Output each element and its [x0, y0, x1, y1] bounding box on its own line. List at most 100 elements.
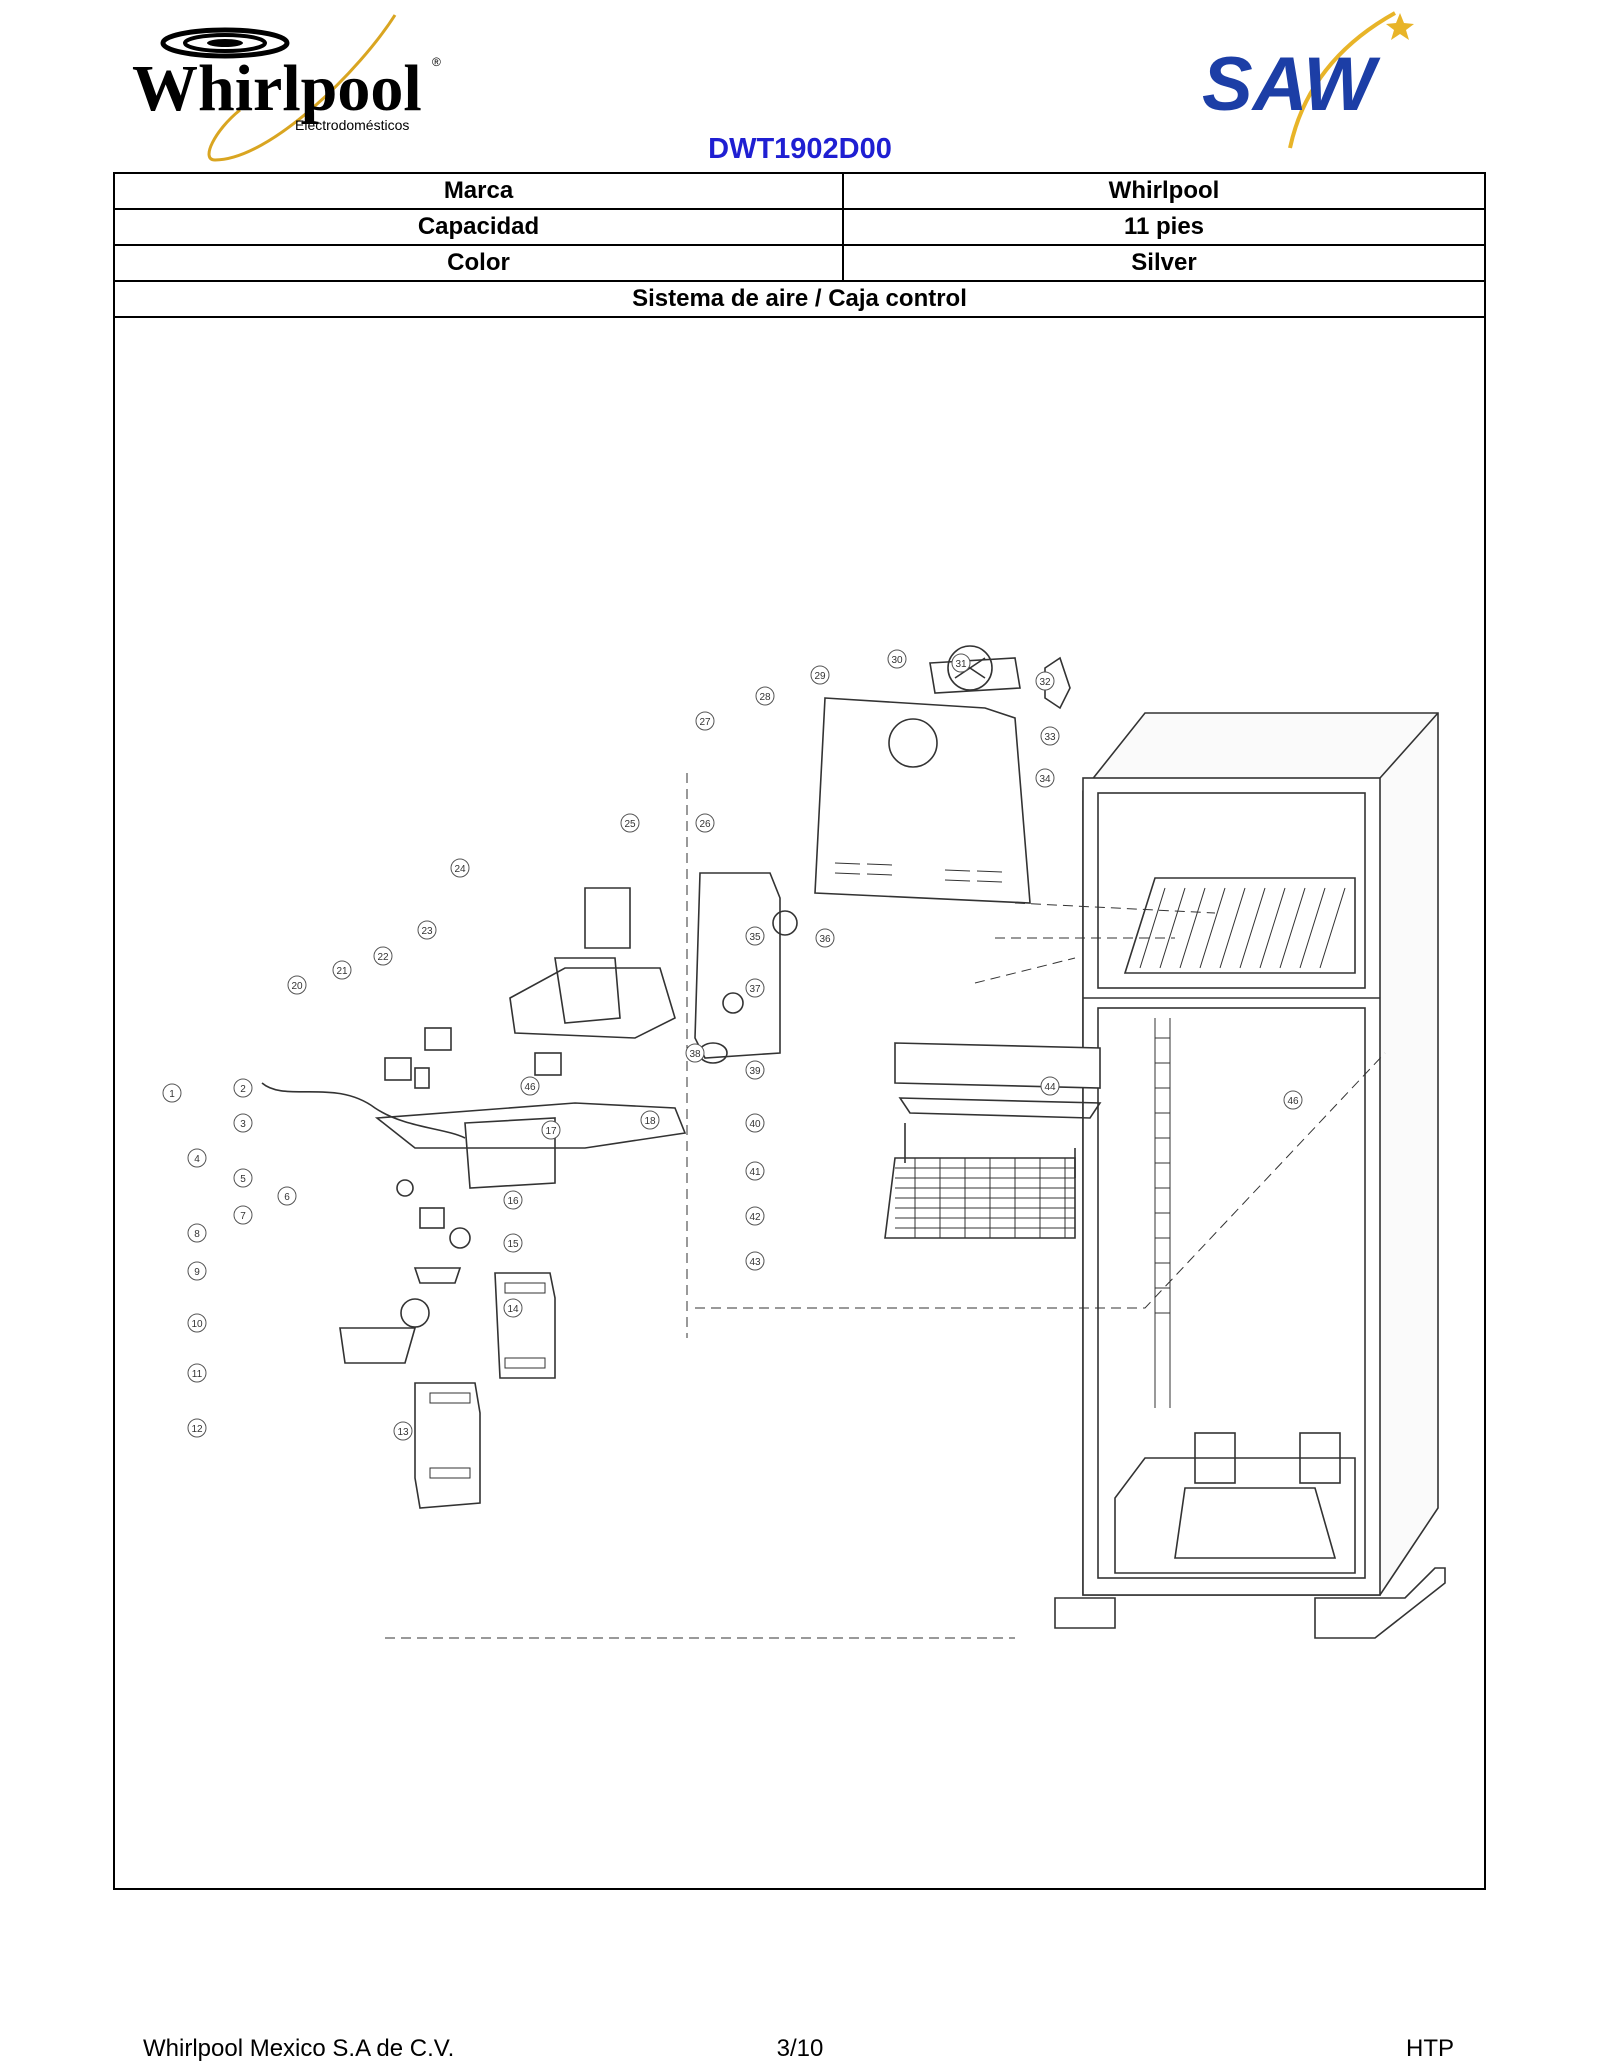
callout-29: 29: [810, 665, 830, 685]
svg-text:31: 31: [955, 659, 967, 670]
spec-label: Marca: [115, 174, 844, 208]
exploded-parts-diagram: 1 2 3 4 5 6 7 8 9 10 11 12 13 14 15 16 1…: [162, 645, 1446, 1639]
svg-text:®: ®: [432, 55, 441, 69]
svg-text:4: 4: [194, 1154, 200, 1165]
callout-14: 14: [503, 1298, 523, 1318]
callout-1: 1: [162, 1083, 182, 1103]
callout-12: 12: [187, 1418, 207, 1438]
svg-text:43: 43: [749, 1257, 761, 1268]
callout-33: 33: [1040, 726, 1060, 746]
svg-text:20: 20: [291, 981, 303, 992]
svg-text:2: 2: [240, 1084, 246, 1095]
callout-2: 2: [233, 1078, 253, 1098]
svg-text:42: 42: [749, 1212, 761, 1223]
svg-text:11: 11: [192, 1369, 203, 1380]
svg-text:30: 30: [891, 655, 903, 666]
partner-logo-text: SAW: [1202, 42, 1381, 127]
callout-32: 32: [1035, 671, 1055, 691]
callout-6: 6: [277, 1186, 297, 1206]
callout-38: 38: [685, 1043, 705, 1063]
spec-row-color: Color Silver: [115, 246, 1484, 282]
callout-4: 4: [187, 1148, 207, 1168]
callout-31: 31: [951, 653, 971, 673]
callout-36: 36: [815, 928, 835, 948]
callout-23: 23: [417, 920, 437, 940]
callout-5: 5: [233, 1168, 253, 1188]
svg-text:16: 16: [507, 1196, 519, 1207]
footer-page-number: 3/10: [776, 2035, 824, 2062]
svg-text:9: 9: [194, 1267, 200, 1278]
callout-30: 30: [887, 649, 907, 669]
svg-text:25: 25: [624, 819, 636, 830]
spec-row-capacity: Capacidad 11 pies: [115, 210, 1484, 246]
svg-text:32: 32: [1039, 677, 1051, 688]
svg-text:28: 28: [759, 692, 771, 703]
callout-46b: 46: [1283, 1090, 1303, 1110]
footer-company: Whirlpool Mexico S.A de C.V.: [143, 2035, 455, 2062]
callout-8: 8: [187, 1223, 207, 1243]
svg-text:15: 15: [507, 1239, 519, 1250]
svg-text:10: 10: [191, 1319, 203, 1330]
section-title: Sistema de aire / Caja control: [632, 285, 967, 312]
model-number: DWT1902D00: [708, 133, 892, 165]
svg-text:22: 22: [377, 952, 389, 963]
svg-text:1: 1: [169, 1089, 175, 1100]
callout-15: 15: [503, 1233, 523, 1253]
callout-28: 28: [755, 686, 775, 706]
svg-text:41: 41: [749, 1167, 761, 1178]
callout-13: 13: [393, 1421, 413, 1441]
svg-text:12: 12: [191, 1424, 203, 1435]
callout-35: 35: [745, 926, 765, 946]
svg-text:3: 3: [240, 1119, 246, 1130]
svg-text:14: 14: [507, 1304, 519, 1315]
callout-22: 22: [373, 946, 393, 966]
callout-18: 18: [640, 1110, 660, 1130]
callout-43: 43: [745, 1251, 765, 1271]
svg-text:40: 40: [749, 1119, 761, 1130]
callout-3: 3: [233, 1113, 253, 1133]
svg-text:34: 34: [1039, 774, 1051, 785]
brand-logo-subtext: Electrodomésticos: [295, 117, 409, 133]
svg-text:7: 7: [240, 1211, 246, 1222]
svg-text:35: 35: [749, 932, 761, 943]
callout-24: 24: [450, 858, 470, 878]
spec-row-brand: Marca Whirlpool: [115, 174, 1484, 210]
spec-label: Color: [115, 246, 844, 280]
svg-text:24: 24: [454, 864, 466, 875]
spec-value: Whirlpool: [1108, 177, 1220, 204]
svg-text:5: 5: [240, 1174, 246, 1185]
svg-text:17: 17: [545, 1126, 557, 1137]
section-title-row: Sistema de aire / Caja control: [115, 282, 1484, 318]
saw-logo: SAW: [1202, 11, 1414, 149]
callout-25: 25: [620, 813, 640, 833]
svg-text:29: 29: [814, 671, 826, 682]
spec-label: Capacidad: [115, 210, 844, 244]
svg-text:18: 18: [644, 1116, 656, 1127]
svg-text:36: 36: [819, 934, 831, 945]
callout-27: 27: [695, 711, 715, 731]
callout-17: 17: [541, 1120, 561, 1140]
svg-text:6: 6: [284, 1192, 290, 1203]
callout-34: 34: [1035, 768, 1055, 788]
svg-text:38: 38: [689, 1049, 701, 1060]
svg-text:37: 37: [749, 984, 761, 995]
callout-10: 10: [187, 1313, 207, 1333]
callout-44: 44: [1040, 1076, 1060, 1096]
spec-value: Silver: [1131, 249, 1197, 276]
footer-code: HTP: [1406, 2035, 1454, 2062]
callout-20: 20: [287, 975, 307, 995]
svg-text:21: 21: [336, 966, 348, 977]
callout-42: 42: [745, 1206, 765, 1226]
svg-text:8: 8: [194, 1229, 200, 1240]
svg-text:27: 27: [699, 717, 711, 728]
svg-text:23: 23: [421, 926, 433, 937]
callout-41: 41: [745, 1161, 765, 1181]
callout-26: 26: [695, 813, 715, 833]
callout-46a: 46: [520, 1076, 540, 1096]
svg-text:46: 46: [524, 1082, 536, 1093]
svg-text:33: 33: [1044, 732, 1056, 743]
callout-16: 16: [503, 1190, 523, 1210]
callout-9: 9: [187, 1261, 207, 1281]
svg-text:44: 44: [1044, 1082, 1056, 1093]
spec-value: 11 pies: [1123, 213, 1205, 240]
